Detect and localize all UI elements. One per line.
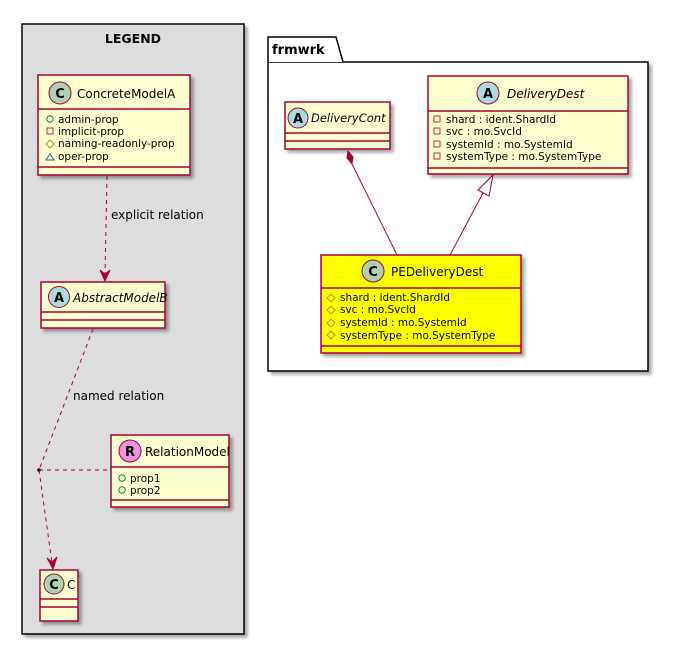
svg-text:A: A [54, 291, 64, 306]
pe-delivery-dest-class[interactable]: C PEDeliveryDest shard : ident.ShardId s… [320, 254, 522, 354]
abstract-stereotype-icon: A [287, 107, 309, 129]
svg-text:C: C [55, 87, 65, 102]
attribute-label: systemType : mo.SystemType [340, 330, 495, 342]
class-stereotype-icon: C [43, 573, 65, 595]
svg-text:C: C [49, 578, 59, 593]
private-visibility-icon [433, 140, 441, 148]
named-relation-line [37, 328, 110, 571]
attribute-label: svc : mo.SvcId [446, 126, 522, 138]
explicit-relation-label: explicit relation [111, 208, 204, 222]
svg-text:A: A [293, 112, 303, 127]
private-visibility-icon [433, 115, 441, 123]
delivery-cont-class[interactable]: A DeliveryCont [284, 101, 391, 150]
attribute-label: prop2 [130, 485, 161, 497]
attribute-label: systemId : mo.SystemId [340, 317, 467, 329]
class-stereotype-icon: C [361, 259, 385, 283]
svg-text:A: A [483, 87, 493, 102]
explicit-relation-arrow [99, 175, 111, 283]
abstract-stereotype-icon: A [48, 286, 70, 308]
private-visibility-icon [46, 127, 54, 135]
attribute-label: oper-prop [58, 151, 109, 163]
class-stereotype-icon: C [48, 81, 72, 105]
attribute-label: shard : ident.ShardId [446, 114, 556, 126]
relation-stereotype-icon: R [118, 439, 142, 463]
protected-visibility-icon [45, 139, 55, 149]
package-name: frmwrk [272, 43, 325, 58]
class-name: DeliveryCont [311, 111, 386, 125]
private-visibility-icon [433, 152, 441, 160]
named-relation-label: named relation [73, 389, 164, 403]
generalization-line [449, 173, 494, 256]
abstract-stereotype-icon: A [476, 81, 500, 105]
class-name: C [67, 578, 75, 592]
class-name: ConcreteModelA [77, 87, 176, 101]
composition-line [346, 149, 398, 256]
private-visibility-icon [433, 127, 441, 135]
attribute-label: prop1 [130, 473, 161, 485]
attribute-label: admin-prop [58, 114, 119, 126]
svg-text:R: R [125, 445, 135, 460]
package-visibility-icon [45, 153, 55, 161]
public-visibility-icon [118, 474, 126, 482]
class-name: RelationModel [145, 445, 230, 459]
composition-diamond-icon [346, 149, 354, 166]
legend-title: LEGEND [105, 31, 161, 46]
abstract-model-class[interactable]: A AbstractModelB [40, 281, 168, 329]
relation-model-class[interactable]: R RelationModel prop1 prop2 [110, 434, 230, 508]
delivery-dest-class[interactable]: A DeliveryDest shard : ident.ShardId svc… [427, 75, 629, 175]
attribute-label: systemId : mo.SystemId [446, 139, 573, 151]
class-name: DeliveryDest [507, 87, 586, 101]
protected-visibility-icon [326, 293, 336, 303]
class-name: PEDeliveryDest [391, 265, 484, 279]
public-visibility-icon [118, 486, 126, 494]
attribute-label: systemType : mo.SystemType [446, 151, 601, 163]
attribute-label: svc : mo.SvcId [340, 304, 416, 316]
concrete-model-class[interactable]: C ConcreteModelA admin-prop implicit-pro… [37, 74, 191, 176]
class-name: AbstractModelB [72, 291, 168, 305]
svg-text:C: C [368, 265, 378, 280]
attribute-label: implicit-prop [58, 126, 124, 138]
inheritance-triangle-icon [477, 173, 494, 197]
public-visibility-icon [46, 115, 54, 123]
protected-visibility-icon [326, 318, 336, 328]
attribute-label: naming-readonly-prop [58, 138, 175, 150]
protected-visibility-icon [326, 305, 336, 315]
protected-visibility-icon [326, 330, 336, 340]
attribute-label: shard : ident.ShardId [340, 292, 450, 304]
target-model-class[interactable]: C C [39, 569, 79, 622]
